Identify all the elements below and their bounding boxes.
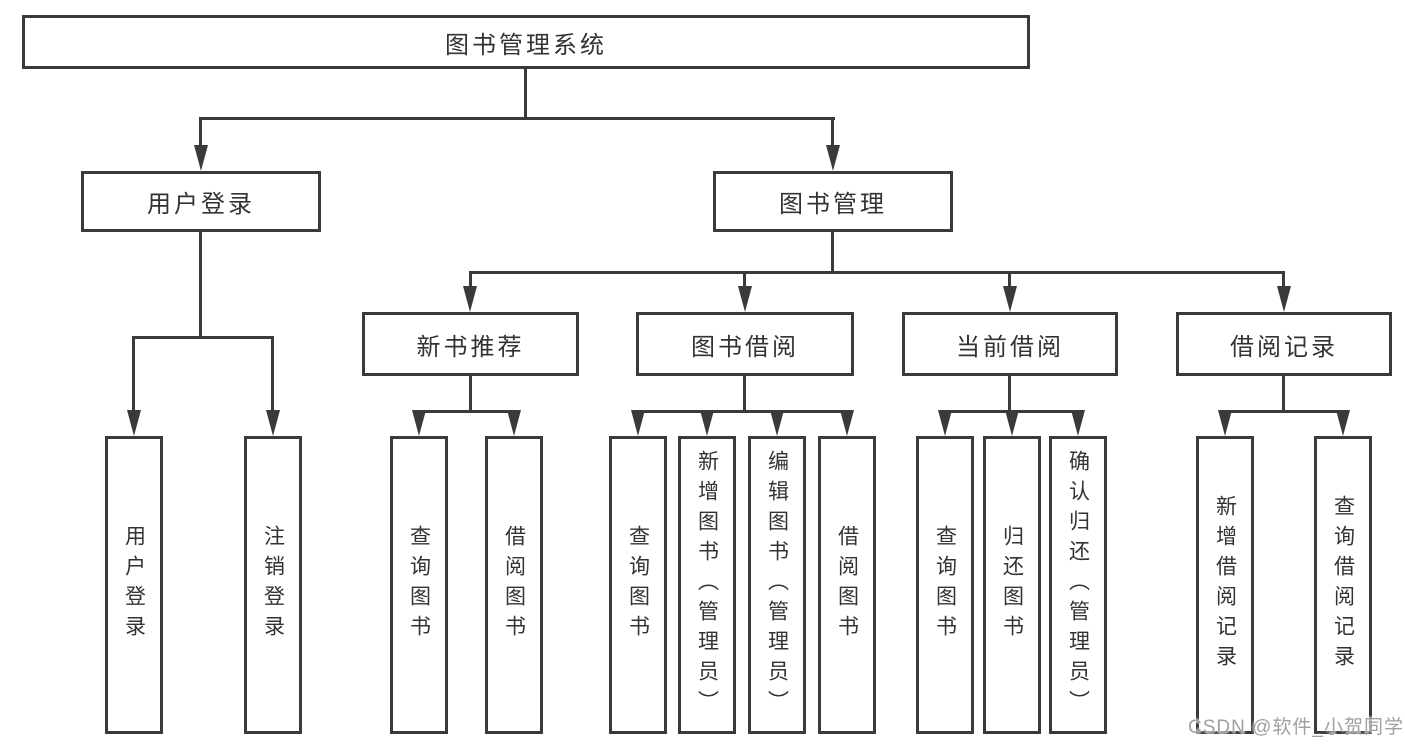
arrow-down-icon [1005, 410, 1019, 436]
arrow-down-icon [1336, 410, 1350, 436]
arrow-down-icon [1003, 286, 1017, 312]
arrow-down-icon [840, 410, 854, 436]
connector-line [743, 376, 746, 412]
arrow-down-icon [463, 286, 477, 312]
root-node: 图书管理系统 [22, 15, 1030, 69]
arrow-down-icon [1277, 286, 1291, 312]
node-book-management: 图书管理 [713, 171, 953, 232]
node-label: 当前借阅 [956, 333, 1064, 361]
leaf-borrow-books-recommend: 借阅图书 [485, 436, 543, 734]
connector-line [1282, 376, 1285, 412]
arrow-down-icon [938, 410, 952, 436]
connector-line [1008, 376, 1011, 412]
arrow-down-icon [631, 410, 645, 436]
node-label: 借阅记录 [1230, 333, 1338, 361]
connector-line [469, 376, 472, 412]
connector-line [1282, 271, 1285, 288]
node-current-borrow: 当前借阅 [902, 312, 1118, 376]
leaf-logout: 注销登录 [244, 436, 302, 734]
leaf-add-books-admin: 新增图书（管理员） [678, 436, 736, 734]
leaf-label: 借阅图书 [502, 525, 526, 645]
root-node-label: 图书管理系统 [445, 31, 607, 59]
leaf-label: 编辑图书（管理员） [765, 450, 789, 720]
node-book-borrow: 图书借阅 [636, 312, 854, 376]
leaf-label: 查询图书 [933, 525, 957, 645]
connector-line [199, 117, 202, 150]
node-label: 新书推荐 [416, 333, 525, 361]
connector-line [469, 271, 1285, 274]
arrow-down-icon [1071, 410, 1085, 436]
leaf-edit-books-admin: 编辑图书（管理员） [748, 436, 806, 734]
leaf-label: 注销登录 [261, 525, 285, 645]
arrow-down-icon [194, 145, 208, 171]
node-label: 图书借阅 [691, 333, 799, 361]
connector-line [524, 69, 527, 117]
connector-line [636, 410, 848, 413]
connector-line [469, 271, 472, 288]
connector-line [831, 232, 834, 271]
leaf-query-books-recommend: 查询图书 [390, 436, 448, 734]
leaf-label: 用户登录 [122, 525, 146, 645]
arrow-down-icon [507, 410, 521, 436]
arrow-down-icon [412, 410, 426, 436]
connector-line [743, 271, 746, 288]
leaf-label: 确认归还（管理员） [1066, 450, 1090, 720]
leaf-label: 新增借阅记录 [1213, 495, 1237, 675]
csdn-watermark: CSDN @软件_小贺同学 [1188, 717, 1404, 738]
leaf-query-books-borrow: 查询图书 [609, 436, 667, 734]
connector-line [417, 410, 515, 413]
node-new-book-recommend: 新书推荐 [362, 312, 579, 376]
leaf-query-borrow-record: 查询借阅记录 [1314, 436, 1372, 734]
connector-line [271, 336, 274, 412]
leaf-return-books: 归还图书 [983, 436, 1041, 734]
leaf-label: 借阅图书 [835, 525, 859, 645]
leaf-add-borrow-record: 新增借阅记录 [1196, 436, 1254, 734]
leaf-confirm-return-admin: 确认归还（管理员） [1049, 436, 1107, 734]
node-label: 图书管理 [779, 191, 887, 218]
arrow-down-icon [770, 410, 784, 436]
leaf-label: 归还图书 [1000, 525, 1024, 645]
leaf-label: 新增图书（管理员） [695, 450, 719, 720]
arrow-down-icon [266, 410, 280, 436]
leaf-label: 查询借阅记录 [1331, 495, 1355, 675]
arrow-down-icon [1218, 410, 1232, 436]
connector-line [831, 117, 834, 150]
connector-line [199, 232, 202, 338]
connector-line [199, 117, 835, 120]
leaf-borrow-books: 借阅图书 [818, 436, 876, 734]
arrow-down-icon [738, 286, 752, 312]
leaf-user-login: 用户登录 [105, 436, 163, 734]
leaf-query-books-current: 查询图书 [916, 436, 974, 734]
connector-line [132, 336, 135, 412]
arrow-down-icon [127, 410, 141, 436]
connector-line [1223, 410, 1345, 413]
node-borrow-records: 借阅记录 [1176, 312, 1392, 376]
connector-line [132, 336, 274, 339]
arrow-down-icon [700, 410, 714, 436]
leaf-label: 查询图书 [407, 525, 431, 645]
node-label: 用户登录 [147, 191, 255, 218]
arrow-down-icon [826, 145, 840, 171]
leaf-label: 查询图书 [626, 525, 650, 645]
node-user-login: 用户登录 [81, 171, 321, 232]
connector-line [1008, 271, 1011, 288]
